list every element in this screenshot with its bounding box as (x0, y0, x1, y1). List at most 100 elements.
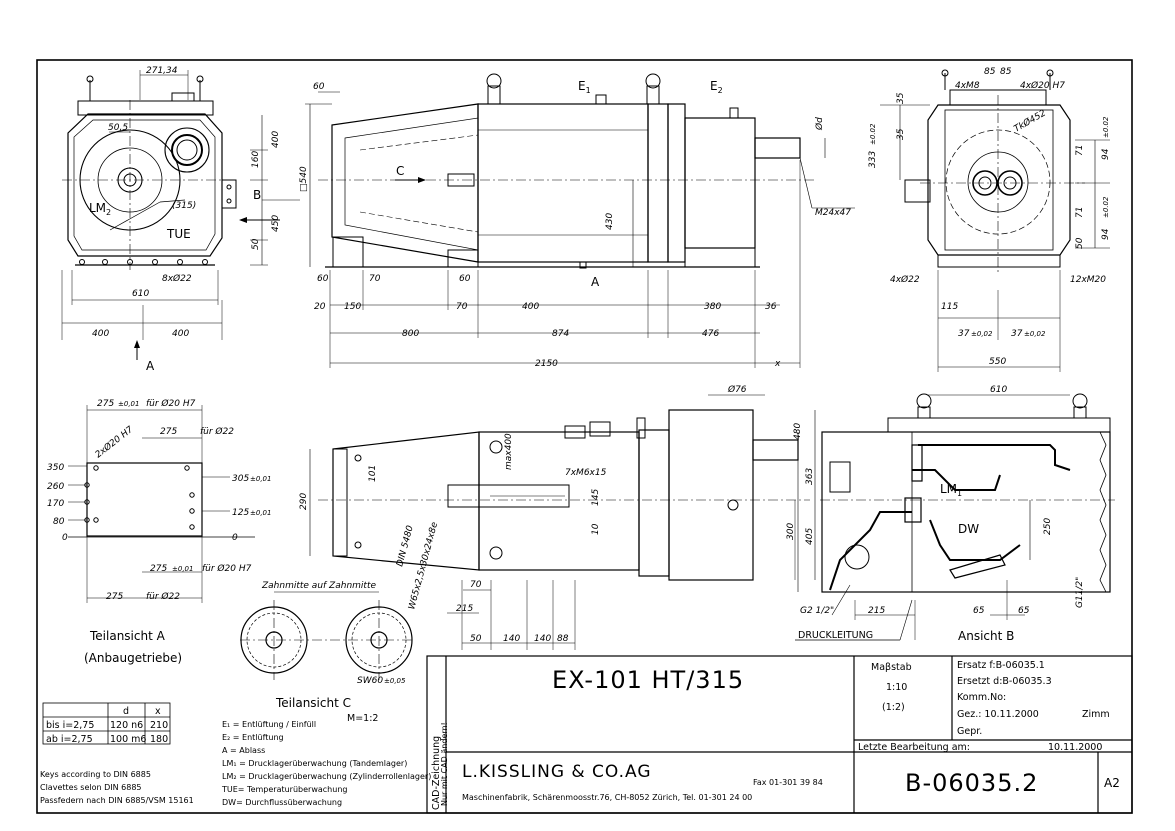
dim-37a: 37 (958, 329, 970, 339)
dim-4x20h7: 4xØ20 H7 (1020, 80, 1065, 91)
dim-540: □540 (299, 166, 309, 192)
m24-leader (799, 157, 813, 209)
callout-dw: DW (958, 522, 979, 536)
dim-215-lower: 215 (456, 604, 473, 614)
dim-271: 271,34 (146, 66, 178, 76)
ratio-row-1-d: 120 n6 (110, 720, 143, 731)
side-view-key (447, 173, 475, 187)
dim-sw60: SW60 (357, 676, 383, 686)
dim-37a-tol: ±0,02 (971, 330, 993, 338)
callout-a-drain: A (591, 275, 600, 289)
ratio-header-d: d (123, 706, 129, 717)
dim-115: 115 (941, 302, 958, 312)
end-view (880, 69, 1110, 396)
dim-305-tol: ±0,01 (250, 475, 271, 483)
ratio-table (42, 702, 171, 745)
dim-35b: 35 (896, 128, 906, 140)
ratio-row-2-label: ab i=2,75 (46, 734, 93, 745)
dim-max400: max400 (504, 433, 514, 470)
dim-85b: 85 (1000, 67, 1012, 77)
dim-125: 125 (232, 508, 249, 518)
legend-lm1: LM₁ = Drucklagerüberwachung (Tandemlager… (222, 759, 407, 768)
dim-305: 305 (232, 474, 249, 484)
lifting-eye-left-ring (86, 75, 94, 83)
view-b-valve (904, 497, 922, 523)
dim-70-lower: 70 (470, 580, 482, 590)
dim-215-b: 215 (868, 606, 885, 616)
dim-0-right: 0 (232, 533, 238, 543)
callout-b: B (253, 188, 261, 202)
dim-60-foot: 60 (317, 274, 329, 284)
drain-a (579, 261, 587, 269)
dim-333: 333 (868, 151, 878, 168)
drawing-title: EX-101 HT/315 (552, 666, 744, 694)
dim-65b: 65 (1018, 606, 1030, 616)
text-layer: 271,34 50,5 (315) 160 400 450 50 8xØ22 6… (40, 66, 1120, 810)
dim-333-tol: ±0.02 (869, 123, 877, 145)
letzte-bearbeitung: Letzte Bearbeitung am: (858, 742, 970, 753)
dim-350: 350 (47, 463, 64, 473)
dim-315-leader (159, 199, 186, 203)
legend-tue: TUE= Temperaturüberwachung (221, 785, 347, 794)
dim-300: 300 (786, 523, 796, 540)
dim-430: 430 (605, 213, 615, 230)
key-note-2: Clavettes selon DIN 6885 (40, 783, 142, 792)
view-label-teilansicht-c: Teilansicht C (275, 696, 351, 710)
legend-lm2: LM₂ = Drucklagerüberwachung (Zylinderrol… (222, 772, 431, 781)
lm2-sensor-hole-2 (226, 198, 232, 204)
dim-550: 550 (989, 357, 1006, 367)
callout-lm2: LM2 (89, 201, 111, 217)
legend-e2: E₂ = Entlüftung (222, 733, 284, 742)
dim-sw60-tol: ±0,05 (384, 677, 406, 685)
tue-leader (109, 201, 161, 231)
dim-71b: 71 (1075, 207, 1085, 218)
dim-405: 405 (805, 528, 815, 545)
dim-480: 480 (793, 423, 803, 440)
dim-70: 70 (456, 302, 468, 312)
dim-50-5: 50,5 (108, 123, 128, 133)
dim-94b: 94 (1101, 228, 1111, 240)
vent-e1 (595, 94, 607, 105)
dim-275-c: 275 (150, 564, 167, 574)
view-b-pipe-1 (918, 444, 1071, 471)
callout-tue: TUE (166, 227, 191, 241)
dim-din5480: DIN 5480 (395, 524, 416, 568)
view-b-filter (844, 544, 870, 570)
view-b-housing (821, 431, 1111, 593)
ratio-row-1-label: bis i=2,75 (46, 720, 94, 731)
side-view-foot-right (684, 247, 756, 268)
front-view-housing (67, 113, 223, 257)
ratio-row-1-x: 210 (150, 720, 168, 731)
lifting-eye-right-ring (196, 75, 204, 83)
dim-71a: 71 (1075, 145, 1085, 156)
callout-e2: E2 (710, 79, 723, 95)
lm2-sensor-bracket (221, 179, 237, 209)
dim-260: 260 (47, 482, 64, 492)
partial-a-rect (86, 462, 203, 537)
dim-phi76: Ø76 (727, 384, 747, 395)
lower-view-port (727, 499, 739, 511)
view-label-teilansicht-c-scale: M=1:2 (347, 713, 378, 724)
drawing-format: A2 (1104, 776, 1120, 790)
title-block (426, 655, 1133, 814)
front-view (61, 70, 300, 360)
dim-35a: 35 (896, 92, 906, 104)
dim-60-mid: 60 (459, 274, 471, 284)
side-view-flange (647, 103, 669, 263)
gepr: Gepr. (957, 726, 982, 737)
ersetzt: Ersetzt d:B-06035.3 (957, 676, 1052, 687)
dim-145: 145 (591, 489, 601, 506)
dim-phid: Ød (814, 117, 825, 131)
dim-20: 20 (314, 302, 326, 312)
dim-140a: 140 (503, 634, 520, 644)
dim-fur-22-b: für Ø22 (146, 591, 180, 602)
dim-94a-tol: ±0.02 (1102, 116, 1110, 138)
dim-fur-20h7-b: für Ø20 H7 (202, 563, 252, 574)
view-label-anbaugetriebe: (Anbaugetriebe) (84, 651, 182, 665)
dim-g11: G11/2" (1075, 577, 1085, 608)
front-view-top-flange (77, 100, 214, 116)
company-fax: Fax 01-301 39 84 (753, 778, 823, 787)
dim-400-left: 400 (92, 329, 109, 339)
dim-36: 36 (765, 302, 777, 312)
